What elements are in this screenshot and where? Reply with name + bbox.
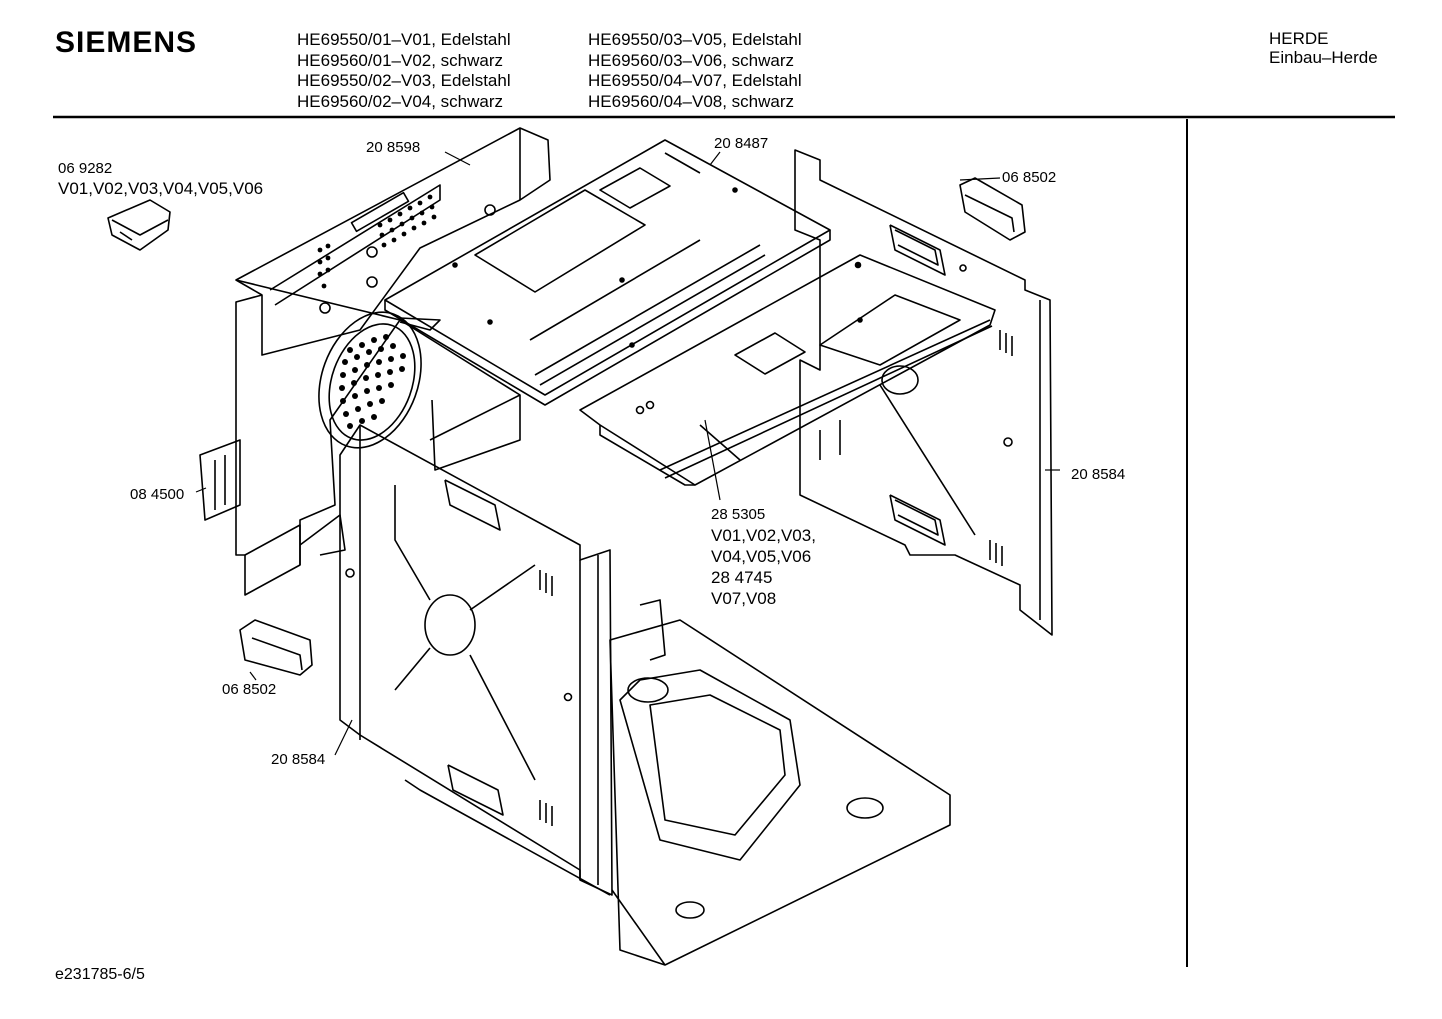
handle-bottom-left: [239, 619, 313, 676]
brand-logo: SIEMENS: [55, 26, 198, 59]
side-bracket: [199, 439, 241, 521]
label-part-069282-variants: V01,V02,V03,V04,V05,V06: [58, 179, 264, 198]
leader-lines: [195, 151, 1060, 756]
model-line: HE69550/02–V03, Edelstahl: [297, 71, 511, 90]
model-line: HE69560/01–V02, schwarz: [297, 50, 504, 70]
label-part-068502-bottom: 06 8502: [222, 681, 277, 698]
label-part-208584-left: 20 8584: [271, 751, 326, 768]
label-part-208598: 20 8598: [366, 139, 421, 156]
model-list-left: HE69550/01–V01, Edelstahl HE69560/01–V02…: [297, 30, 511, 112]
handle-top-right: [959, 177, 1026, 241]
grill-plate: [579, 254, 996, 486]
category-subtitle: Einbau–Herde: [1269, 48, 1378, 67]
label-line: V04,V05,V06: [711, 547, 812, 566]
clip-part: [107, 199, 171, 251]
top-panel: [384, 139, 831, 406]
model-line: HE69550/01–V01, Edelstahl: [297, 30, 511, 49]
model-line: HE69560/02–V04, schwarz: [297, 91, 504, 111]
document-code: e231785-6/5: [55, 966, 145, 983]
label-part-285305: 28 5305 V01,V02,V03, V04,V05,V06 28 4745…: [711, 504, 816, 609]
model-line: HE69550/03–V05, Edelstahl: [588, 30, 802, 49]
label-part-069282: 06 9282: [58, 160, 113, 177]
label-line: V01,V02,V03,: [711, 526, 816, 545]
bottom-plate: [404, 599, 951, 966]
label-part-068502-top: 06 8502: [1002, 169, 1057, 186]
label-part-208487: 20 8487: [714, 135, 769, 152]
right-side-panel: [794, 149, 1053, 636]
model-line: HE69560/04–V08, schwarz: [588, 91, 795, 111]
label-part-084500: 08 4500: [130, 486, 185, 503]
label-part-208584-right: 20 8584: [1071, 466, 1126, 483]
model-line: HE69560/03–V06, schwarz: [588, 50, 795, 70]
model-line: HE69550/04–V07, Edelstahl: [588, 71, 802, 90]
left-side-panel: [339, 424, 613, 896]
category-block: HERDE Einbau–Herde: [1269, 29, 1378, 67]
label-line: V07,V08: [711, 589, 777, 608]
label-line: 28 4745: [711, 568, 773, 587]
model-list-right: HE69550/03–V05, Edelstahl HE69560/03–V06…: [588, 30, 802, 112]
category-title: HERDE: [1269, 29, 1329, 48]
rear-panel: [235, 127, 551, 596]
label-line: 28 5305: [711, 506, 766, 523]
